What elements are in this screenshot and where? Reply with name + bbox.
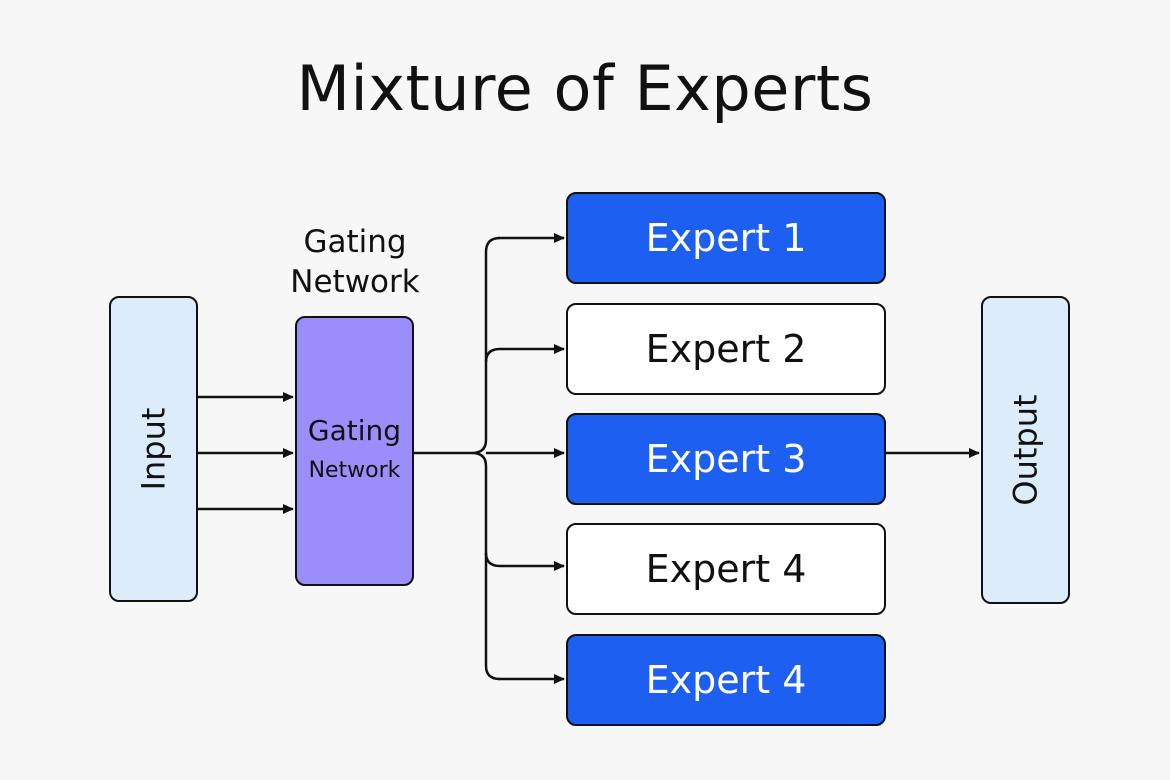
expert-label-4: Expert 4 bbox=[645, 547, 807, 591]
expert-label-3: Expert 3 bbox=[645, 437, 807, 481]
gating-box-line2: Network bbox=[308, 458, 401, 483]
arrow-to-expert-2 bbox=[484, 344, 565, 363]
input-label: Input bbox=[134, 407, 173, 491]
arrow-to-expert-4 bbox=[484, 552, 565, 571]
output-box: Output bbox=[981, 296, 1070, 604]
gating-network-box: Gating Network bbox=[295, 316, 414, 586]
diagram-title: Mixture of Experts bbox=[296, 52, 874, 125]
gating-box-line1: Gating bbox=[307, 414, 402, 447]
input-box: Input bbox=[109, 296, 198, 602]
expert-box-1: Expert 1 bbox=[566, 192, 886, 284]
expert-box-3: Expert 3 bbox=[566, 413, 886, 505]
trunk-line bbox=[484, 236, 501, 681]
expert-box-5: Expert 4 bbox=[566, 634, 886, 726]
expert-label-5: Expert 4 bbox=[645, 658, 807, 702]
gating-heading-line2: Network bbox=[290, 264, 420, 300]
expert-box-4: Expert 4 bbox=[566, 523, 886, 615]
expert-label-1: Expert 1 bbox=[645, 216, 807, 260]
expert-box-2: Expert 2 bbox=[566, 303, 886, 395]
gating-heading-line1: Gating bbox=[303, 224, 407, 260]
output-label: Output bbox=[1006, 394, 1045, 506]
expert-label-2: Expert 2 bbox=[645, 327, 807, 371]
gating-to-trunk-line bbox=[414, 439, 488, 467]
gating-network-heading: Gating Network bbox=[260, 222, 450, 302]
